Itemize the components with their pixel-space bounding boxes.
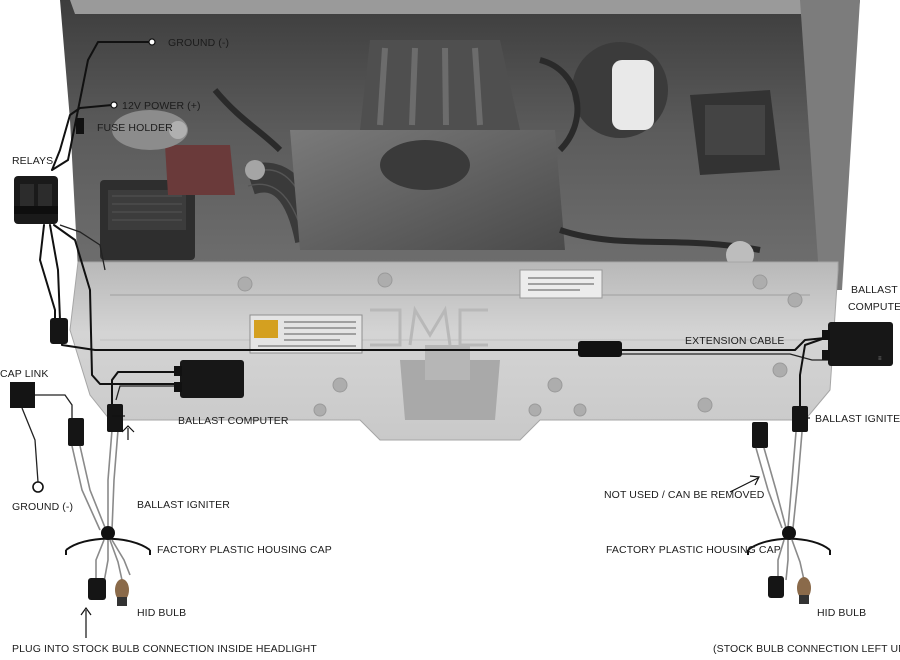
fuse-box: [165, 145, 235, 195]
power-wire: [51, 104, 113, 171]
label-factory-cap-left: FACTORY PLASTIC HOUSING CAP: [157, 544, 332, 556]
fuse-holder: [76, 118, 84, 134]
stock-plug-left: [88, 578, 106, 600]
label-ballast-igniter-left: BALLAST IGNITER: [137, 499, 230, 511]
factory-housing-cap-left: [65, 526, 151, 555]
extension-cable-2: [620, 353, 830, 361]
relay-branch-2: [59, 224, 106, 271]
relays: [14, 176, 58, 224]
engine-intake: [290, 40, 565, 250]
left-ballast-wire: [111, 371, 181, 406]
label-12v-power: 12V POWER (+): [122, 100, 201, 112]
right-ballast-wire: [799, 337, 826, 411]
right-bulb-harness: [752, 406, 808, 581]
label-factory-cap-right: FACTORY PLASTIC HOUSING CAP: [606, 544, 781, 556]
label-ballast-igniter-right: BALLAST IGNITER: [815, 413, 900, 425]
label-extension-cable: EXTENSION CABLE: [685, 335, 785, 347]
left-bulb-harness: [68, 404, 131, 583]
ground-wire: [51, 41, 151, 171]
label-plug-into: PLUG INTO STOCK BULB CONNECTION INSIDE H…: [12, 643, 317, 655]
label-cap-link: CAP LINK: [0, 368, 48, 380]
cap-link: [10, 382, 73, 493]
label-ballast-right-1: BALLAST: [851, 284, 898, 296]
label-ballast-computer-left: BALLAST COMPUTER: [178, 415, 289, 427]
left-ballast-wire-2: [115, 385, 190, 401]
battery: [100, 180, 195, 260]
leader-lines: [80, 38, 810, 638]
label-ground-left: GROUND (-): [12, 501, 73, 513]
harness-connector: [50, 318, 68, 344]
factory-housing-cap-right: [747, 526, 831, 555]
right-fender: [800, 0, 860, 290]
ballast-computer-left: [174, 360, 244, 398]
ballast-igniter-left: [107, 404, 123, 432]
ground-ring-terminal: [32, 481, 44, 493]
label-relays: RELAYS: [12, 155, 53, 167]
label-stock-unplugged: (STOCK BULB CONNECTION LEFT UNPLUGGED): [713, 643, 900, 655]
label-hid-bulb-left: HID BULB: [137, 607, 186, 619]
label-ground-top: GROUND (-): [168, 37, 229, 49]
ballast-brand-mark-right: ≡: [878, 356, 882, 362]
label-hid-bulb-right: HID BULB: [817, 607, 866, 619]
ballast-igniter-right: [792, 406, 808, 432]
stock-plug-right: [768, 576, 784, 598]
extension-connector: [578, 341, 622, 357]
hid-bulb-left: [115, 579, 129, 606]
hid-bulb-right: [797, 577, 811, 604]
coolant-reservoir: [112, 110, 188, 150]
main-harness: [49, 224, 581, 351]
brake-fluid-reservoir: [612, 60, 654, 130]
hood-edge: [70, 0, 840, 14]
panel-logo-emboss: [370, 305, 488, 347]
label-fuse-holder: FUSE HOLDER: [97, 122, 173, 134]
labels: GROUND (-) 12V POWER (+) FUSE HOLDER REL…: [0, 37, 900, 655]
ballast-computer-right: ≡: [822, 322, 893, 366]
engine-bay-photo: [60, 0, 860, 290]
label-not-used: NOT USED / CAN BE REMOVED: [604, 489, 765, 501]
unused-connector: [752, 422, 768, 448]
wiring-harness: [39, 41, 830, 411]
label-ballast-right-2: COMPUTER: [848, 301, 900, 313]
